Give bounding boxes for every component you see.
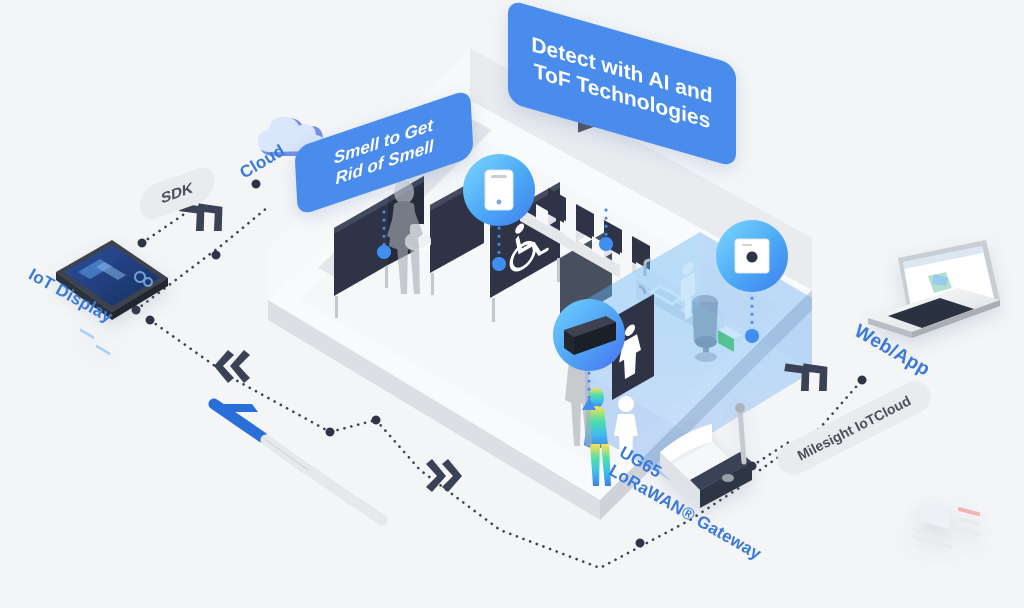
iot-display-tablet[interactable] bbox=[56, 240, 168, 356]
connection-lines bbox=[134, 204, 864, 570]
person-at-stall bbox=[387, 180, 423, 294]
timeline-bar bbox=[208, 398, 388, 526]
arrow-to-cloudservice bbox=[784, 363, 828, 392]
callout-bubble-tof-sensor bbox=[716, 220, 788, 343]
callout-bubble-air-sensor bbox=[463, 154, 535, 271]
air-quality-sensor-device bbox=[484, 169, 514, 211]
urinal-row bbox=[520, 188, 650, 278]
arrow-to-display bbox=[214, 350, 250, 383]
callout-bubble-display-panel bbox=[553, 110, 625, 410]
arrow-to-cloud bbox=[179, 203, 223, 232]
pill-sdk-label: SDK bbox=[160, 179, 194, 208]
callout-tail-dots bbox=[377, 237, 613, 259]
callout-tails bbox=[382, 208, 608, 248]
person-at-entrance bbox=[614, 396, 638, 462]
arrow-to-gateway bbox=[426, 459, 462, 492]
ug65-gateway[interactable] bbox=[660, 403, 752, 508]
basin bbox=[648, 284, 684, 306]
access-panel-icon bbox=[718, 326, 742, 352]
laptop-webapp[interactable] bbox=[868, 240, 1000, 549]
tof-sensor-device bbox=[734, 238, 770, 274]
connection-nodes bbox=[131, 179, 867, 548]
toilet-stalls bbox=[318, 118, 612, 326]
flow-arrows bbox=[179, 203, 828, 492]
